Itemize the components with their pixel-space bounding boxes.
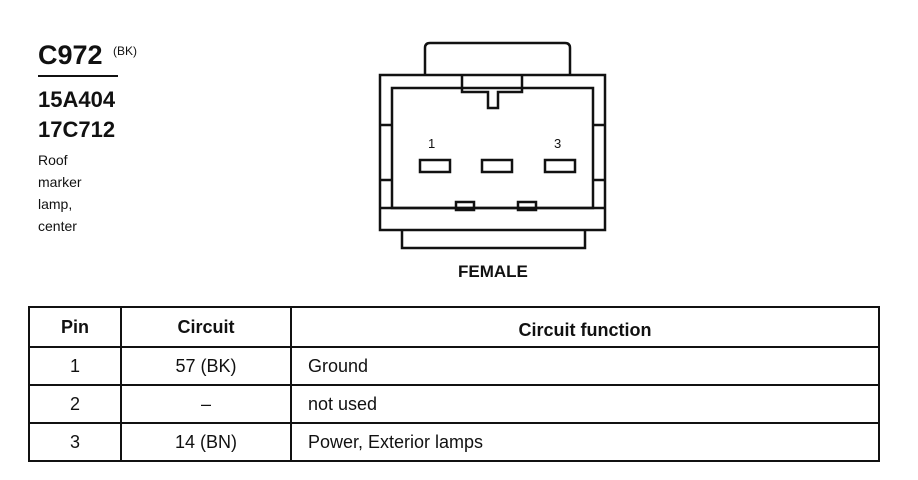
table-row: 1 57 (BK) Ground xyxy=(28,346,880,386)
terminal-pin-2 xyxy=(480,158,514,174)
connector-header: C972 (BK) 15A404 17C712 Roof marker lamp… xyxy=(38,40,137,237)
description-line: lamp, xyxy=(38,196,73,212)
pin-label-3: 3 xyxy=(554,136,561,151)
column-header-function: Circuit function xyxy=(290,306,880,348)
pin-label-1: 1 xyxy=(428,136,435,151)
pin-cell: 3 xyxy=(28,422,122,462)
function-cell: Ground xyxy=(290,346,880,386)
circuit-cell: – xyxy=(120,384,292,424)
side-notch xyxy=(380,123,605,182)
part-number: 15A404 xyxy=(38,87,116,112)
circuit-cell: 14 (BN) xyxy=(120,422,292,462)
terminal-pin-3 xyxy=(543,158,577,174)
connector-id: C972 xyxy=(38,40,103,70)
table-row: 3 14 (BN) Power, Exterior lamps xyxy=(28,422,880,462)
column-header-pin: Pin xyxy=(28,306,122,348)
table-header-row: Pin Circuit Circuit function xyxy=(28,306,880,348)
description-line: marker xyxy=(38,174,82,190)
connector-body xyxy=(378,73,607,232)
column-header-circuit: Circuit xyxy=(120,306,292,348)
latch-slot xyxy=(516,200,538,212)
pin-cell: 2 xyxy=(28,384,122,424)
terminal-pin-1 xyxy=(418,158,452,174)
connector-diagram: 1 3 xyxy=(378,41,607,250)
keying-tab xyxy=(460,75,524,110)
part-number: 17C712 xyxy=(38,117,116,142)
function-cell: Power, Exterior lamps xyxy=(290,422,880,462)
description-line: center xyxy=(38,218,77,234)
connector-description: Roof marker lamp, center xyxy=(38,149,108,237)
connector-color: (BK) xyxy=(113,44,137,58)
connector-latch xyxy=(423,41,572,75)
connector-title: C972 (BK) xyxy=(38,40,137,71)
description-line: Roof xyxy=(38,152,68,168)
circuit-cell: 57 (BK) xyxy=(120,346,292,386)
title-underline xyxy=(38,75,118,77)
pin-cell: 1 xyxy=(28,346,122,386)
table-row: 2 – not used xyxy=(28,384,880,424)
latch-slot xyxy=(454,200,476,212)
bottom-step xyxy=(400,230,587,250)
connector-inner-frame xyxy=(390,86,595,210)
gender-label: FEMALE xyxy=(458,262,528,281)
pinout-table: Pin Circuit Circuit function 1 57 (BK) G… xyxy=(28,306,880,462)
function-cell: not used xyxy=(290,384,880,424)
